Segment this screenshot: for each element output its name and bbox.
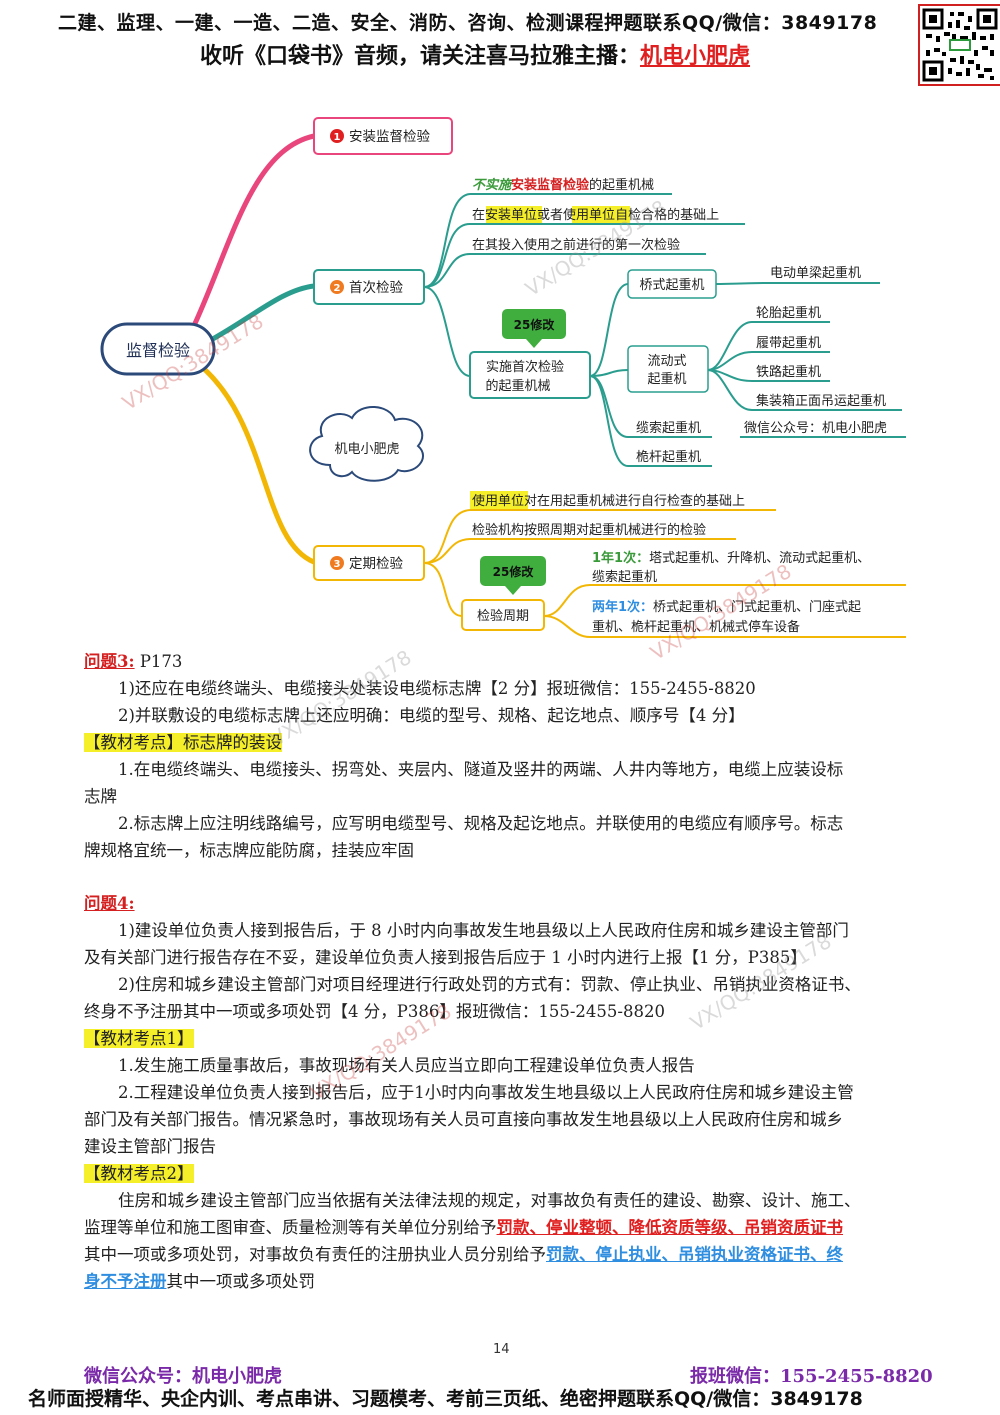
node-mast: 桅杆起重机 — [636, 449, 701, 465]
badge-25-arrow-b — [505, 586, 521, 595]
q4-k2-unit-penalties: 罚款、停业整顿、降低资质等级、吊销资质证书 — [496, 1218, 844, 1237]
q3-answer-1: 1)还应在电缆终端头、电缆接头处装设电缆标志牌【2 分】报班微信：155-245… — [118, 679, 756, 698]
number-badge-3-text: 3 — [334, 559, 341, 570]
q3-para-1a: 1.在电缆终端头、电缆接头、拐弯处、夹层内、隧道及竖井的两端、人井内等地方，电缆… — [118, 760, 844, 779]
year2-line-1: 两年1次：桥式起重机、门式起重机、门座式起 — [592, 599, 861, 615]
q4-keypoint-2-row: 【教材考点2】 — [84, 1160, 924, 1187]
first-sub-line-2: 的起重机械 — [485, 378, 550, 394]
highlight-user — [470, 491, 528, 509]
badge-25-arrow-a — [526, 339, 542, 348]
header-anchor-name[interactable]: 机电小肥虎 — [640, 44, 751, 69]
header-line-2: 收听《口袋书》音频，请关注喜马拉雅主播：机电小肥虎 — [200, 38, 750, 70]
q3-keypoint: 【教材考点】标志牌的装设 — [84, 733, 282, 752]
branch-line-install — [189, 133, 315, 332]
question-3-heading: 问题3: P173 — [84, 648, 924, 675]
periodic-line-2: 检验机构按照周期对起重机械进行的检验 — [472, 522, 706, 538]
q3-answer-2: 2)并联敷设的电缆标志牌上还应明确：电缆的型号、规格、起讫地点、顺序号【4 分】 — [118, 706, 745, 725]
node-mobile-child: 铁路起重机 — [756, 364, 821, 380]
footer-enroll-wechat: 报班微信：155-2455-8820 — [690, 1366, 933, 1387]
number-badge-2-icon — [330, 280, 344, 294]
q4-keypoint-1-row: 【教材考点1】 — [84, 1025, 924, 1052]
badge-25-revised-b — [480, 556, 546, 586]
node-box-mobile — [627, 345, 709, 393]
branch-line-periodic — [194, 360, 316, 565]
q4-keypoint-2: 【教材考点2】 — [84, 1164, 194, 1183]
node-box-bridge — [627, 269, 717, 299]
first-line-2: 在安装单位或者使用单位自检合格的基础上 — [472, 207, 719, 223]
badge-25-revised-a — [502, 309, 566, 339]
branch-line-first — [198, 283, 315, 349]
badge-25-text-b: 25修改 — [493, 564, 535, 579]
q4-k2-line-a: 住房和城乡建设主管部门应当依据有关法律法规的规定，对事故负有责任的建设、勘察、设… — [118, 1191, 861, 1210]
header-prefix: 收听《口袋书》音频，请关注喜马拉雅主播： — [200, 44, 641, 69]
periodic-line-1: 使用单位对在用起重机械进行自行检查的基础上 — [472, 493, 745, 509]
q4-k1-para-2a: 2.工程建设单位负责人接到报告后，应于1小时内向事故发生地县级以上人民政府住房和… — [118, 1083, 854, 1102]
q3-para-1b: 志牌 — [84, 787, 117, 806]
q4-keypoint-1: 【教材考点1】 — [84, 1029, 194, 1048]
qr-code-icon — [918, 4, 1000, 86]
question-4-block: 问题4: 1)建设单位负责人接到报告后，于 8 小时内向事故发生地县级以上人民政… — [84, 890, 924, 1295]
highlight-install-unit — [486, 206, 542, 223]
cloud-shape — [309, 405, 425, 482]
cycle-box — [461, 599, 545, 631]
q3-para-2b: 牌规格宜统一，标志牌应能防腐，挂装应牢固 — [84, 841, 414, 860]
q4-answer-2b: 终身不予注册其中一项或多项处罚【4 分，P386】报班微信：155-2455-8… — [84, 1002, 665, 1021]
q3-keypoint-row: 【教材考点】标志牌的装设 — [84, 729, 924, 756]
branch-label-periodic: 定期检验 — [349, 556, 403, 572]
q4-k1-para-1: 1.发生施工质量事故后，事故现场有关人员应当立即向工程建设单位负责人报告 — [118, 1056, 695, 1075]
mind-map: 监督检验 1 安装监督检验 2 首次检验 不实施安装监督检验的 — [100, 117, 906, 638]
branch-label-first: 首次检验 — [349, 280, 403, 296]
page-number: 14 — [493, 1342, 510, 1357]
year1-line-1: 1年1次：塔式起重机、升降机、流动式起重机、 — [592, 550, 870, 566]
question-3-ref: P173 — [134, 652, 183, 671]
question-4-heading: 问题4: — [84, 890, 924, 917]
year2-line-2: 重机、桅杆起重机、机械式停车设备 — [592, 619, 800, 635]
root-node-label: 监督检验 — [126, 341, 190, 360]
q4-k2-person-penalties-b: 身不予注册 — [84, 1272, 167, 1291]
q4-answer-1b: 及有关部门进行报告存在不妥，建设单位负责人接到报告后应于 1 小时内进行上报【1… — [84, 948, 807, 967]
cycle-label: 检验周期 — [477, 608, 529, 624]
node-bridge-child: 电动单梁起重机 — [770, 265, 861, 281]
first-line-3: 在其投入使用之前进行的第一次检验 — [472, 237, 680, 253]
q3-para-2a: 2.标志牌上应注明线路编号，应写明电缆型号、规格及起讫地点。并联使用的电缆应有顺… — [118, 814, 844, 833]
first-line-1: 不实施安装监督检验的起重机械 — [472, 177, 654, 193]
question-3-title: 问题3: — [84, 652, 135, 671]
first-sub-line-1: 实施首次检验 — [486, 359, 564, 375]
root-node-frame — [100, 322, 216, 376]
q4-k1-para-2c: 建设主管部门报告 — [84, 1137, 216, 1156]
branch-box-install — [313, 117, 453, 155]
first-connectors — [423, 193, 906, 467]
highlight-use-unit — [572, 206, 630, 223]
node-mobile-child: 轮胎起重机 — [756, 305, 821, 321]
wechat-note: 微信公众号：机电小肥虎 — [744, 421, 887, 436]
node-bridge: 桥式起重机 — [639, 277, 704, 293]
node-mobile-line-2: 起重机 — [647, 371, 686, 387]
q4-answer-1a: 1)建设单位负责人接到报告后，于 8 小时内向事故发生地县级以上人民政府住房和城… — [118, 921, 849, 940]
q4-k2-line-d: 身不予注册其中一项或多项处罚 — [84, 1272, 315, 1291]
branch-label-install: 安装监督检验 — [349, 129, 430, 145]
footer-bottom-line: 名师面授精华、央企内训、考点串讲、习题模考、考前三页纸、绝密押题联系QQ/微信：… — [28, 1388, 863, 1410]
number-badge-1-icon — [330, 129, 344, 143]
header-line-1: 二建、监理、一建、一造、二造、安全、消防、咨询、检测课程押题联系QQ/微信：38… — [58, 12, 878, 34]
number-badge-3-icon — [330, 556, 344, 570]
node-mobile-line-1: 流动式 — [647, 354, 686, 369]
periodic-connectors — [423, 509, 906, 638]
cloud-label: 机电小肥虎 — [334, 442, 399, 457]
q4-k2-line-c: 其中一项或多项处罚，对事故负有责任的注册执业人员分别给予罚款、停止执业、吊销执业… — [84, 1245, 843, 1264]
q4-k2-line-b: 监理等单位和施工图审查、质量检测等有关单位分别给予罚款、停业整顿、降低资质等级、… — [84, 1218, 844, 1237]
node-mobile-child: 履带起重机 — [756, 335, 821, 351]
node-mobile-child: 集装箱正面吊运起重机 — [756, 393, 886, 409]
first-sub-box — [469, 351, 591, 399]
q4-answer-2a: 2)住房和城乡建设主管部门对项目经理进行行政处罚的方式有：罚款、停止执业、吊销执… — [118, 975, 861, 994]
number-badge-1-text: 1 — [334, 132, 341, 143]
question-4-title: 问题4: — [84, 894, 135, 913]
number-badge-2-text: 2 — [334, 283, 341, 294]
q4-k1-para-2b: 部门及有关部门报告。情况紧急时，事故现场有关人员可直接向事故发生地县级以上人民政… — [84, 1110, 843, 1129]
question-3-block: 问题3: P173 1)还应在电缆终端头、电缆接头处装设电缆标志牌【2 分】报班… — [84, 648, 924, 864]
year1-line-2: 缆索起重机 — [592, 569, 657, 585]
node-cable: 缆索起重机 — [636, 420, 701, 436]
footer-wechat-account: 微信公众号：机电小肥虎 — [84, 1366, 282, 1387]
q4-k2-person-penalties-a: 罚款、停止执业、吊销执业资格证书、终 — [546, 1245, 843, 1264]
badge-25-text-a: 25修改 — [514, 317, 556, 332]
